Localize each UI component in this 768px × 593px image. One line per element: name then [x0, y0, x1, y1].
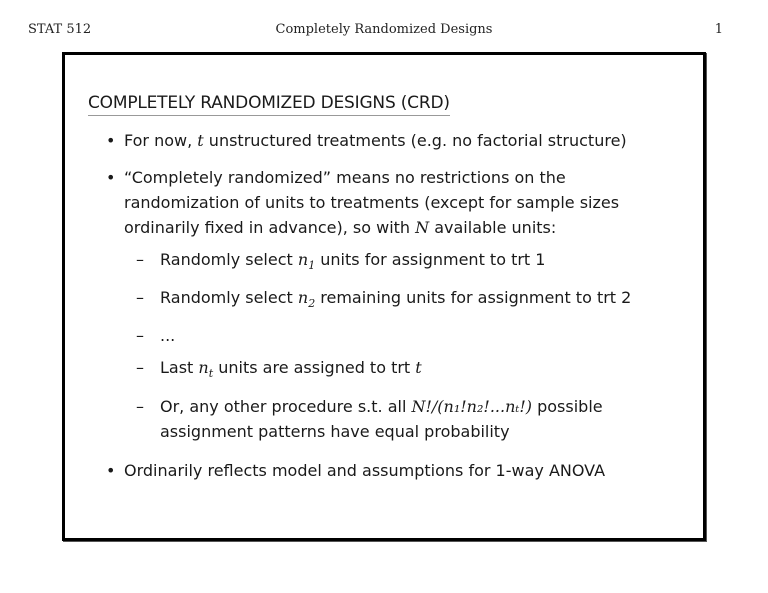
bullet-icon: • [106, 460, 116, 480]
bullet-2: • “Completely randomized” means no restr… [88, 165, 693, 240]
subitem-5: – Or, any other procedure s.t. all N!/(n… [124, 394, 693, 444]
dash-icon: – [136, 250, 144, 269]
bullet-3: • Ordinarily reflects model and assumpti… [88, 458, 693, 483]
course-label: STAT 512 [28, 22, 92, 37]
bullet-icon: • [106, 168, 116, 187]
bullet-1: • For now, t unstructured treatments (e.… [88, 128, 693, 153]
bullet-icon: • [106, 131, 116, 150]
slide-frame: COMPLETELY RANDOMIZED DESIGNS (CRD) • Fo… [62, 52, 706, 541]
dash-icon: – [136, 396, 144, 416]
dash-icon: – [136, 288, 144, 308]
dash-icon: – [136, 358, 144, 378]
subitem-3: – ... [124, 323, 693, 348]
subitem-4: – Last nt units are assigned to trt t [124, 355, 693, 386]
subitem-1: – Randomly select n1 units for assignmen… [124, 247, 693, 278]
dash-icon: – [136, 326, 144, 346]
subitem-2: – Randomly select n2 remaining units for… [124, 285, 693, 316]
page-number: 1 [714, 22, 723, 37]
running-title: Completely Randomized Designs [275, 22, 493, 37]
slide-content: COMPLETELY RANDOMIZED DESIGNS (CRD) • Fo… [88, 93, 693, 483]
slide-title: COMPLETELY RANDOMIZED DESIGNS (CRD) [88, 93, 450, 116]
